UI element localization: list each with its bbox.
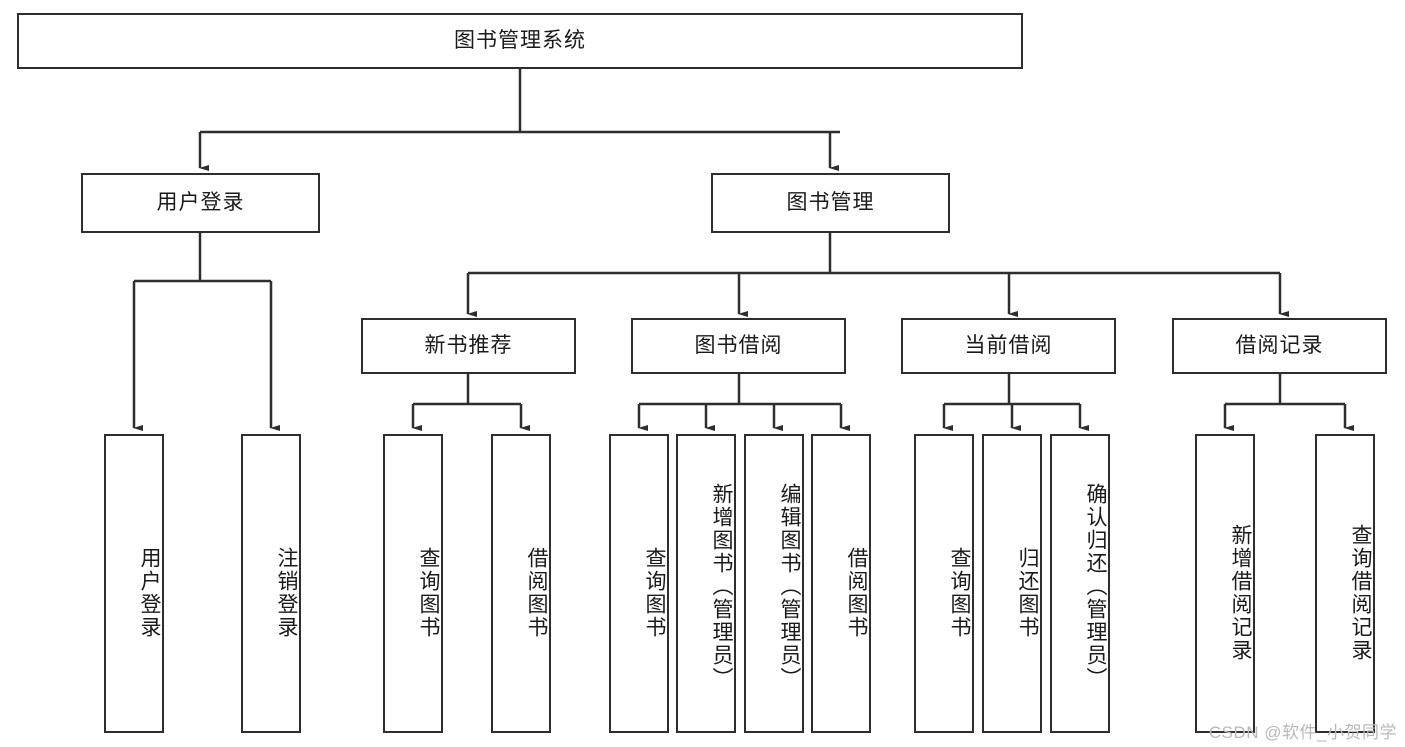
leaf-query-book-2[interactable]: 查询图书 bbox=[609, 434, 669, 733]
node-book-borrow[interactable]: 图书借阅 bbox=[631, 318, 846, 374]
node-borrow-record-label: 借阅记录 bbox=[1235, 334, 1324, 358]
node-current-borrow-label: 当前借阅 bbox=[964, 334, 1053, 358]
leaf-return-book[interactable]: 归还图书 bbox=[982, 434, 1042, 733]
leaf-user-login-label: 用户登录 bbox=[138, 546, 161, 639]
node-borrow-record[interactable]: 借阅记录 bbox=[1172, 318, 1387, 374]
node-new-book-recommend[interactable]: 新书推荐 bbox=[361, 318, 576, 374]
leaf-query-book-3-label: 查询图书 bbox=[948, 546, 971, 639]
node-new-book-recommend-label: 新书推荐 bbox=[424, 334, 513, 358]
leaf-add-book-label: 新增图书（管理员） bbox=[710, 483, 733, 690]
node-root-label: 图书管理系统 bbox=[454, 29, 586, 53]
leaf-add-record-label: 新增借阅记录 bbox=[1229, 523, 1252, 662]
node-book-manage[interactable]: 图书管理 bbox=[711, 173, 950, 233]
leaf-edit-book[interactable]: 编辑图书（管理员） bbox=[744, 434, 804, 733]
leaf-query-record-label: 查询借阅记录 bbox=[1349, 523, 1372, 662]
leaf-confirm-return-label: 确认归还（管理员） bbox=[1084, 483, 1107, 690]
leaf-borrow-book-1[interactable]: 借阅图书 bbox=[491, 434, 551, 733]
leaf-borrow-book-1-label: 借阅图书 bbox=[525, 546, 548, 639]
node-book-manage-label: 图书管理 bbox=[786, 191, 875, 215]
node-root[interactable]: 图书管理系统 bbox=[17, 13, 1023, 69]
leaf-query-book-1[interactable]: 查询图书 bbox=[383, 434, 443, 733]
node-user-login[interactable]: 用户登录 bbox=[81, 173, 320, 233]
watermark: CSDN @软件_小贺同学 bbox=[1208, 723, 1397, 742]
leaf-confirm-return[interactable]: 确认归还（管理员） bbox=[1050, 434, 1110, 733]
leaf-user-logout[interactable]: 注销登录 bbox=[241, 434, 301, 733]
leaf-query-book-2-label: 查询图书 bbox=[643, 546, 666, 639]
leaf-user-logout-label: 注销登录 bbox=[275, 546, 298, 639]
leaf-query-book-3[interactable]: 查询图书 bbox=[914, 434, 974, 733]
leaf-borrow-book-2[interactable]: 借阅图书 bbox=[811, 434, 871, 733]
leaf-query-record[interactable]: 查询借阅记录 bbox=[1315, 434, 1375, 733]
leaf-query-book-1-label: 查询图书 bbox=[417, 546, 440, 639]
leaf-borrow-book-2-label: 借阅图书 bbox=[845, 546, 868, 639]
leaf-return-book-label: 归还图书 bbox=[1016, 546, 1039, 639]
leaf-add-book[interactable]: 新增图书（管理员） bbox=[676, 434, 736, 733]
node-user-login-label: 用户登录 bbox=[156, 191, 245, 215]
leaf-edit-book-label: 编辑图书（管理员） bbox=[778, 483, 801, 690]
leaf-add-record[interactable]: 新增借阅记录 bbox=[1195, 434, 1255, 733]
node-current-borrow[interactable]: 当前借阅 bbox=[901, 318, 1116, 374]
node-book-borrow-label: 图书借阅 bbox=[694, 334, 783, 358]
leaf-user-login[interactable]: 用户登录 bbox=[104, 434, 164, 733]
